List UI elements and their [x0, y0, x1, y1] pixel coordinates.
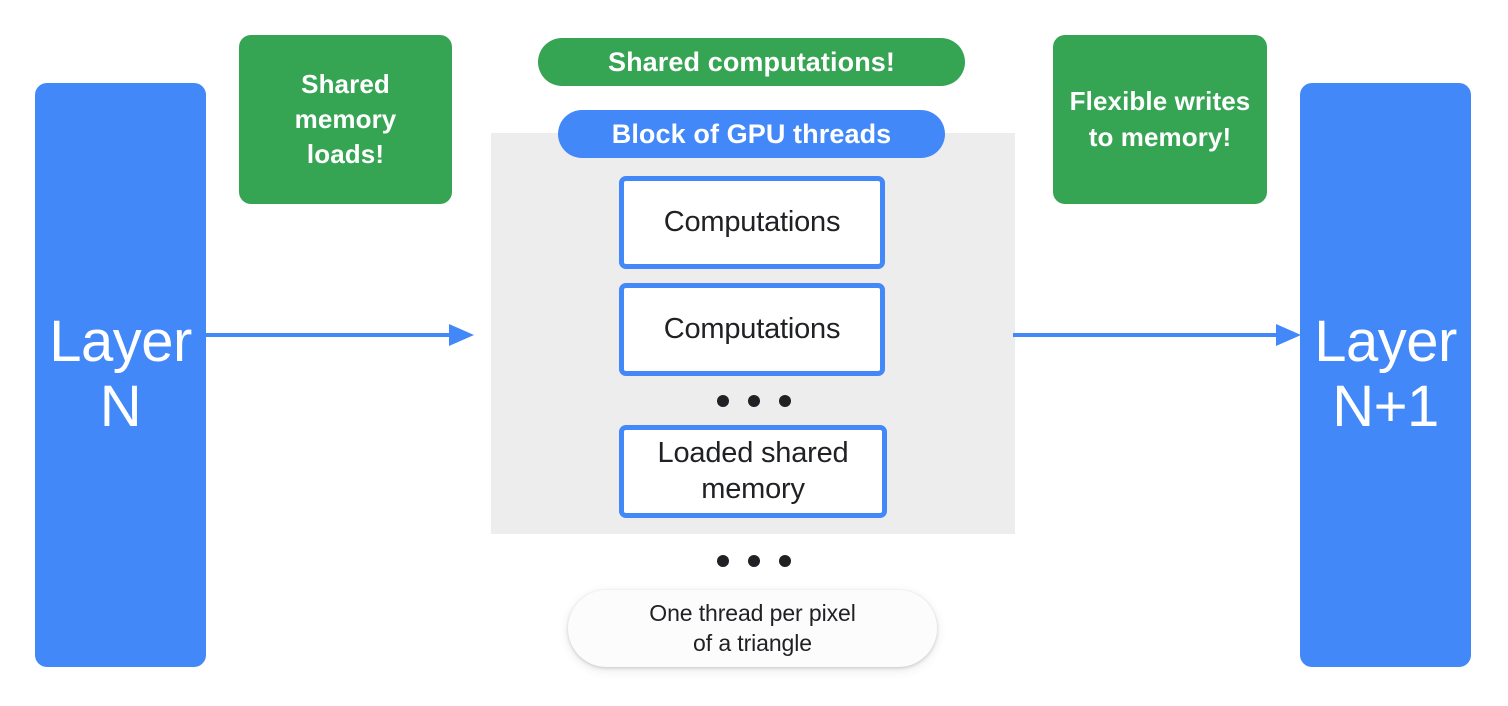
thread-box-label: Computations: [663, 205, 841, 238]
arrow-block-to-layer-n1: [1013, 324, 1301, 346]
callout-shared-memory-loads-label: Shared memory loads!: [294, 68, 397, 170]
callout-shared-computations: Shared computations!: [538, 38, 965, 86]
dot-icon: [779, 395, 791, 407]
dot-icon: [748, 555, 760, 567]
thread-box: Computations: [619, 176, 885, 269]
callout-flexible-writes-label: Flexible writes to memory!: [1069, 86, 1251, 152]
thread-box-label: Loaded shared memory: [657, 437, 849, 505]
dot-icon: [717, 555, 729, 567]
callout-flexible-writes-to-memory: Flexible writes to memory!: [1053, 35, 1267, 204]
dot-icon: [748, 395, 760, 407]
block-of-gpu-threads-label: Block of GPU threads: [611, 118, 892, 149]
thread-box: Loaded shared memory: [619, 425, 887, 518]
arrow-layer-n-to-block: [206, 324, 474, 346]
callout-shared-computations-label: Shared computations!: [607, 46, 896, 77]
thread-box: Computations: [619, 283, 885, 376]
dot-icon: [717, 395, 729, 407]
thread-box-label: Computations: [663, 312, 841, 345]
block-of-gpu-threads-pill: Block of GPU threads: [558, 110, 945, 158]
ellipsis-inside-block: [717, 395, 791, 407]
dot-icon: [779, 555, 791, 567]
ellipsis-below-block: [717, 555, 791, 567]
callout-shared-memory-loads: Shared memory loads!: [239, 35, 452, 204]
